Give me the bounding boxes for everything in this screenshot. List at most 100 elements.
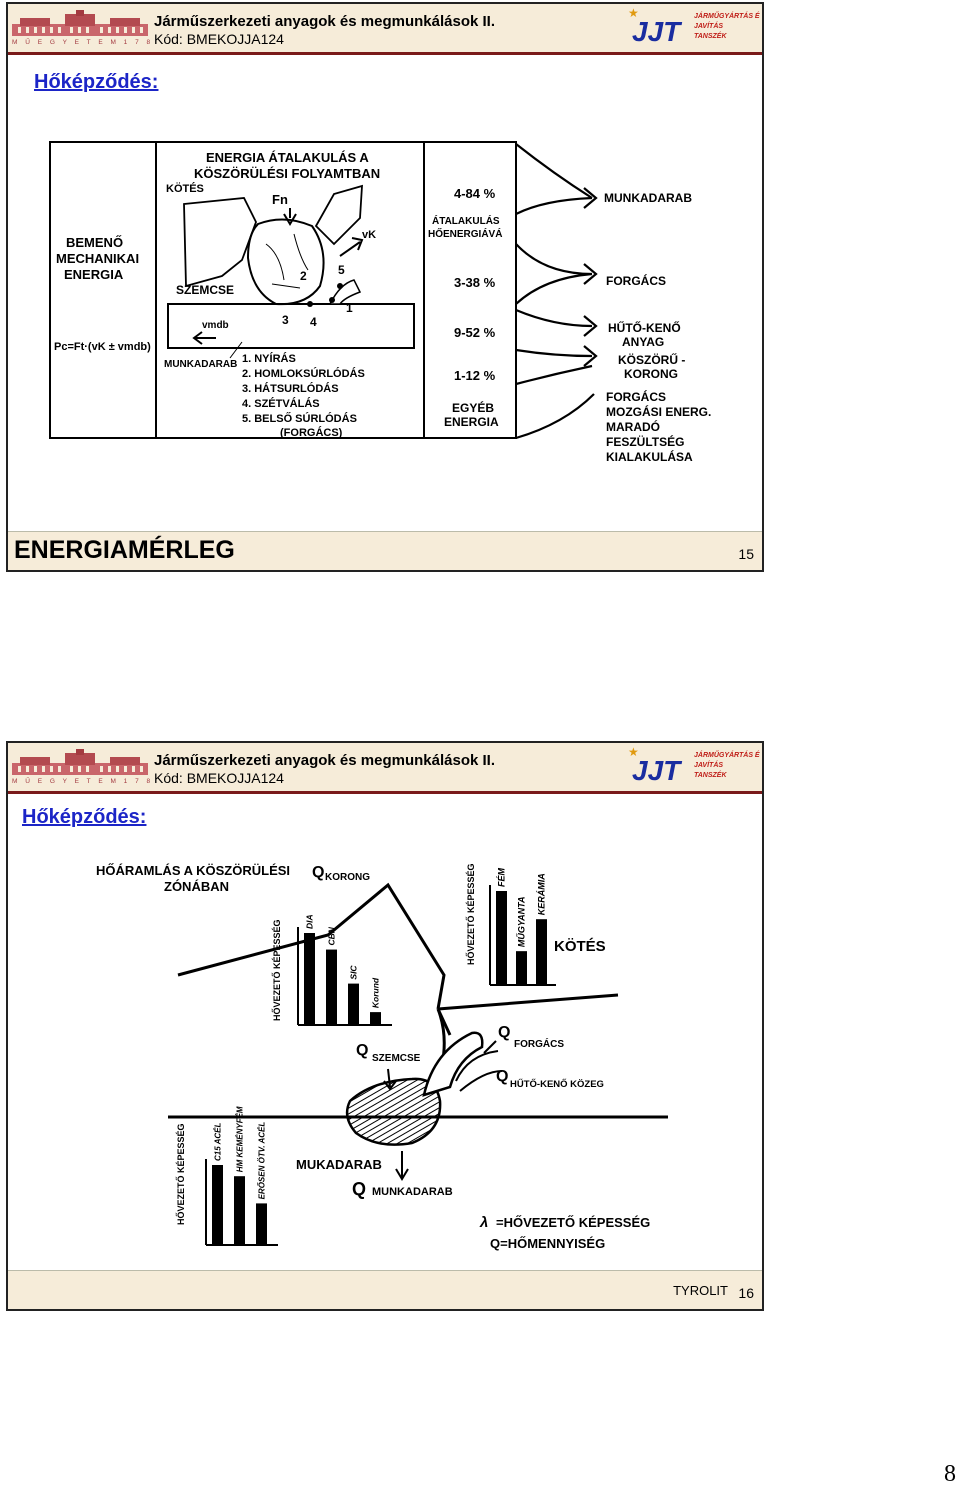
mechanism-5-note: (FORGÁCS) [280,426,343,439]
university-logo: M Ű E G Y E T E M 1 7 8 2 [12,10,150,46]
process-title-line-1: ENERGIA ÁTALAKULÁS A [206,150,369,165]
chip [328,279,362,305]
legend-lambda-symbol: λ [479,1214,488,1231]
heatflow-title-line-2: ZÓNÁBAN [164,879,229,894]
output-chip: FORGÁCS [606,273,666,288]
grain-label: SZEMCSE [176,283,234,297]
power-formula: Pc=Ft·(vK ± vmdb) [54,341,151,353]
left-arrow-icon [192,331,216,345]
bond-bridge-right [314,184,363,246]
input-energy-line-2: MECHANIKAI [56,251,139,266]
bar-hm-kem-nyf-m [234,1176,245,1245]
bar-korund [370,1012,381,1025]
department-logo-line-2: JAVÍTÁS [694,21,723,30]
course-code: Kód: BMEKOJJA124 [154,770,284,786]
energy-balance-diagram: BEMENŐ MECHANIKAI ENERGIA Pc=Ft·(vK ± vm… [49,141,711,464]
slide-number: 16 [738,1285,754,1301]
conversion-line-1: ÁTALAKULÁS [432,214,500,227]
q-wheel-label: KORONG [325,872,370,883]
output-other-2: MOZGÁSI ENERG. [606,404,711,419]
slide-subtitle: Hőképződés: [22,806,147,828]
department-logo-letters: JJT [632,755,683,786]
svg-text:★: ★ [628,746,639,759]
q-grain-label: SZEMCSE [372,1053,421,1064]
department-logo-letters: JJT [632,16,683,47]
q-grain-symbol: Q [356,1042,368,1059]
slide-header: M Ű E G Y E T E M 1 7 8 2 Járműszerkezet… [8,4,762,55]
bar-label-ker-mia: KERÁMIA [537,873,547,915]
q-chip-symbol: Q [498,1024,510,1041]
bar-dia [304,933,315,1025]
output-coolant-line-1: HŰTŐ-KENŐ [608,320,681,335]
bond-bridge-left [183,197,257,288]
down-arrow-icon [283,208,297,226]
output-other-5: KIALAKULÁSA [606,449,693,464]
department-logo-line-3: TANSZÉK [694,31,727,40]
bar-label-er-sen-tv-ac-l: ERŐSEN ÖTV. ACÉL [258,1122,267,1200]
legend-lambda-text: =HŐVEZETŐ KÉPESSÉG [496,1215,650,1230]
conversion-line-2: HŐENERGIÁVÁ [428,227,502,240]
department-logo-line-2: JAVÍTÁS [694,760,723,769]
legend-q-text: Q=HŐMENNYISÉG [490,1236,605,1251]
bar-label-cbn: CBN [327,926,337,945]
point-label-4: 4 [310,315,317,329]
point-label-3: 3 [282,313,289,327]
energy-flow-arrows [515,143,598,440]
department-logo: ★ JJT JÁRMŰGYÁRTÁS ÉS JAVÍTÁS TANSZÉK [628,746,760,786]
workpiece-label: MUKADARAB [296,1157,382,1172]
university-logo-text: M Ű E G Y E T E M 1 7 8 2 [12,776,150,785]
slide-footer: TYROLIT 16 [8,1270,762,1309]
course-code: Kód: BMEKOJJA124 [154,31,284,47]
course-title: Járműszerkezeti anyagok és megmunkálások… [154,752,495,769]
percent-coolant: 9-52 % [454,325,496,340]
down-arrow-icon [383,1068,397,1091]
output-other-4: FESZÜLTSÉG [606,434,684,449]
bond-label: KÖTÉS [554,938,606,955]
q-coolant-label: HŰTŐ-KENŐ KÖZEG [510,1078,604,1090]
output-wheel-line-1: KÖSZÖRŰ - [618,352,685,367]
input-energy-line-1: BEMENŐ [66,235,123,250]
slide-header: M Ű E G Y E T E M 1 7 8 2 Járműszerkezet… [8,743,762,794]
slide-15: M Ű E G Y E T E M 1 7 8 2 Járműszerkezet… [6,2,764,572]
output-wheel-line-2: KORONG [624,367,678,381]
point-label-5: 5 [338,263,345,277]
output-other-3: MARADÓ [606,419,660,434]
bar-label-c15-ac-l: C15 ACÉL [214,1123,223,1161]
mechanism-1: 1. NYÍRÁS [242,352,296,365]
tyrolit-credit: TYROLIT [673,1283,728,1298]
output-workpiece: MUNKADARAB [604,191,692,205]
slide-16: M Ű E G Y E T E M 1 7 8 2 Járműszerkezet… [6,741,764,1311]
wheel-velocity-label: vK [362,229,376,241]
bar-m-gyanta [516,951,527,985]
department-logo: ★ JJT JÁRMŰGYÁRTÁS ÉS JAVÍTÁS TANSZÉK [628,7,760,47]
q-workpiece-symbol: Q [352,1179,366,1199]
input-energy-line-3: ENERGIA [64,267,124,282]
university-logo-text: M Ű E G Y E T E M 1 7 8 2 [12,37,150,46]
abrasive-grain [345,1077,442,1146]
department-logo-line-1: JÁRMŰGYÁRTÁS ÉS [694,11,760,20]
bar-sic [348,983,359,1025]
slide-number: 15 [738,546,754,562]
bar-label-dia: DIA [305,914,315,929]
slide-footer: ENERGIAMÉRLEG 15 [8,531,762,570]
slide-subtitle: Hőképződés: [34,71,159,93]
down-arrow-icon [395,1151,409,1181]
output-other-1: FORGÁCS [606,389,666,404]
heat-flow-diagram: HŐÁRAMLÁS A KÖSZÖRÜLÉSI ZÓNÁBAN Q KORONG… [96,863,668,1251]
wheel-velocity-arrow-icon [339,237,364,257]
bond-axis-label: HŐVEZETŐ KÉPESSÉG [465,863,476,965]
grinding-wheel-outline [177,882,619,1066]
mechanism-5: 5. BELSŐ SÚRLÓDÁS [242,412,357,425]
normal-force-label: Fn [272,192,288,207]
heatflow-title-line-1: HŐÁRAMLÁS A KÖSZÖRÜLÉSI [96,863,290,878]
q-workpiece-label: MUNKADARAB [372,1186,453,1198]
workpiece-axis-label: HŐVEZETŐ KÉPESSÉG [175,1123,186,1225]
bar-f-m [496,891,507,985]
bar-ker-mia [536,919,547,985]
svg-text:★: ★ [628,7,639,20]
chip [422,1031,484,1097]
bar-er-sen-tv-ac-l [256,1203,267,1245]
footer-title: ENERGIAMÉRLEG [14,536,235,564]
